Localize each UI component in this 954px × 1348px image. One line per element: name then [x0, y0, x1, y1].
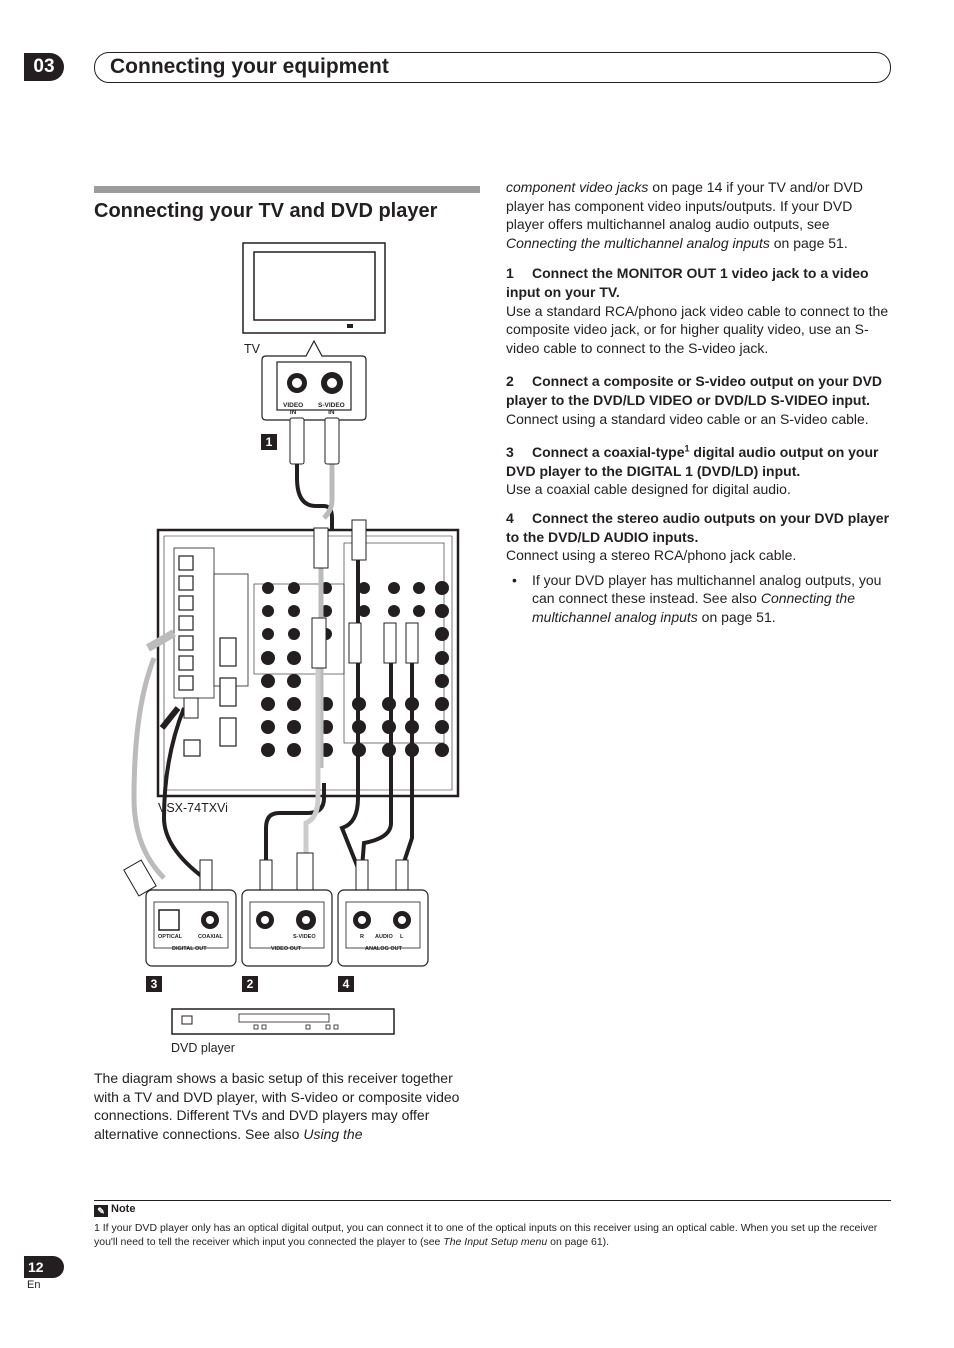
connection-diagram: TV VIDEO IN S-VIDEO IN VSX-74TXVi DVD pl… [94, 238, 480, 1068]
step-1-body: Use a standard RCA/phono jack video cabl… [506, 302, 889, 356]
receiver-jacks [261, 581, 449, 757]
step-badge-2: 2 [242, 976, 258, 992]
step-badge-3: 3 [146, 976, 162, 992]
multichannel-bullet: •If your DVD player has multichannel ana… [512, 571, 882, 625]
dvd-video-out-label: VIDEO OUT [271, 946, 302, 952]
dvd-player-illustration [171, 1008, 395, 1035]
tv-video-in-label: VIDEO IN [283, 402, 304, 416]
chapter-bar [94, 52, 891, 83]
dvd-svideo-label: S-VIDEO [293, 934, 316, 940]
footnote-text: 1 If your DVD player only has an optical… [94, 1222, 878, 1248]
page-language: En [27, 1279, 41, 1291]
dvd-digital-out-label: DIGITAL OUT [172, 946, 207, 952]
dvd-optical-label: OPTICAL [158, 934, 183, 940]
section-rule [94, 186, 480, 193]
chapter-number: 03 [24, 53, 64, 81]
tv-illustration [242, 242, 386, 334]
dvd-audio-label: AUDIO [375, 934, 393, 940]
dvd-coaxial-label: COAXIAL [198, 934, 223, 940]
note-rule [94, 1200, 891, 1201]
dvd-player-label: DVD player [171, 1041, 235, 1055]
page-number: 12 [24, 1256, 64, 1278]
instructions-column: component video jacks on page 14 if your… [506, 178, 893, 626]
note-heading: ✎Note [94, 1202, 135, 1217]
diagram-illustration [123, 242, 460, 1035]
section-title: Connecting your TV and DVD player [94, 200, 438, 222]
receiver-model-label: VSX-74TXVi [158, 801, 228, 815]
dvd-analog-out-label: ANALOG OUT [365, 946, 402, 952]
step-badge-1: 1 [261, 434, 277, 450]
step-2-body: Connect using a standard video cable or … [506, 410, 869, 427]
pencil-icon: ✎ [94, 1205, 108, 1217]
tv-jack-panel [261, 339, 367, 421]
step-4-body: Connect using a stereo RCA/phono jack ca… [506, 547, 797, 564]
intro-paragraph: The diagram shows a basic setup of this … [94, 1070, 460, 1142]
tv-svideo-in-label: S-VIDEO IN [318, 402, 345, 416]
dvd-r-label: R [360, 934, 364, 940]
dvd-jack-panels [145, 889, 429, 967]
tv-label: TV [244, 342, 260, 356]
chapter-title: Connecting your equipment [110, 55, 389, 78]
continued-paragraph: component video jacks on page 14 if your… [506, 179, 863, 251]
step-badge-4: 4 [338, 976, 354, 992]
step-3-body: Use a coaxial cable designed for digital… [506, 481, 791, 498]
dvd-l-label: L [400, 934, 404, 940]
